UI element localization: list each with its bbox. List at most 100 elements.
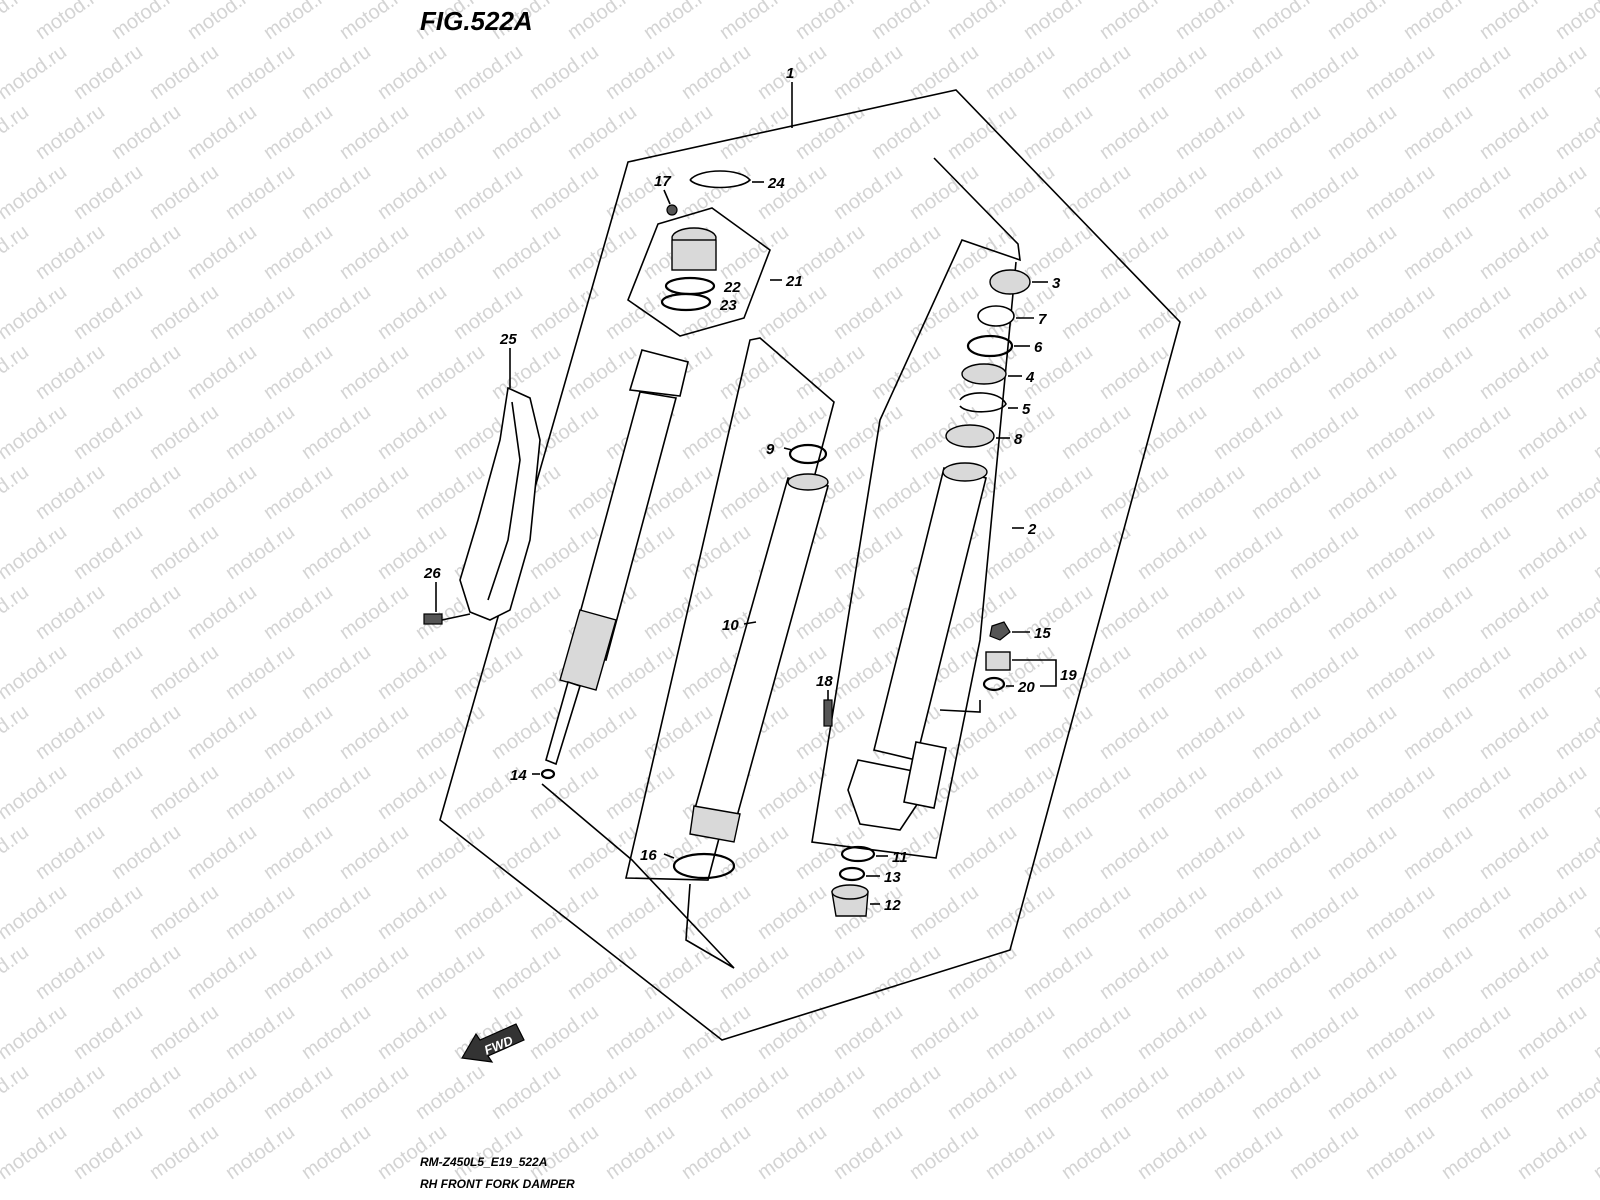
watermark-text: motod.ru xyxy=(1590,881,1600,944)
watermark-text: motod.ru xyxy=(602,1001,679,1064)
callout-25: 25 xyxy=(499,331,517,348)
watermark-text: motod.ru xyxy=(184,341,261,404)
watermark-text: motod.ru xyxy=(108,701,185,764)
watermark-text: motod.ru xyxy=(1514,41,1591,104)
watermark-text: motod.ru xyxy=(260,821,337,884)
guard-ridge xyxy=(487,401,521,601)
watermark-text: motod.ru xyxy=(32,1061,109,1124)
watermark-text: motod.ru xyxy=(0,521,71,584)
watermark-text: motod.ru xyxy=(184,0,261,44)
watermark-text: motod.ru xyxy=(0,581,33,644)
watermark-text: motod.ru xyxy=(70,641,147,704)
cartridge-tube xyxy=(569,391,678,661)
watermark-text: motod.ru xyxy=(0,941,33,1004)
watermark-text: motod.ru xyxy=(298,881,375,944)
watermark-text: motod.ru xyxy=(792,0,869,44)
watermark-text: motod.ru xyxy=(1590,761,1600,824)
watermark-text: motod.ru xyxy=(1324,581,1401,644)
watermark-text: motod.ru xyxy=(1020,101,1097,164)
watermark-text: motod.ru xyxy=(1400,821,1477,884)
watermark-text: motod.ru xyxy=(222,641,299,704)
oring-11 xyxy=(840,845,876,863)
watermark-text: motod.ru xyxy=(0,821,33,884)
watermark-text: motod.ru xyxy=(222,161,299,224)
watermark-text: motod.ru xyxy=(1286,641,1363,704)
watermark-text: motod.ru xyxy=(1400,941,1477,1004)
damper-rod xyxy=(545,680,581,766)
watermark-text: motod.ru xyxy=(1172,821,1249,884)
watermark-text: motod.ru xyxy=(488,341,565,404)
oring-20 xyxy=(982,676,1006,692)
watermark-text: motod.ru xyxy=(1362,281,1439,344)
watermark-text: motod.ru xyxy=(1286,401,1363,464)
watermark-text: motod.ru xyxy=(146,41,223,104)
screw-15 xyxy=(989,621,1011,641)
watermark-text: motod.ru xyxy=(108,461,185,524)
watermark-text: motod.ru xyxy=(1438,1001,1515,1064)
watermark-text: motod.ru xyxy=(1324,101,1401,164)
watermark-text: motod.ru xyxy=(184,821,261,884)
watermark-text: motod.ru xyxy=(1438,521,1515,584)
watermark-text: motod.ru xyxy=(108,581,185,644)
watermark-text: motod.ru xyxy=(1552,821,1600,884)
watermark-text: motod.ru xyxy=(222,881,299,944)
watermark-text: motod.ru xyxy=(374,641,451,704)
fork-guard xyxy=(459,386,541,621)
leader-valve-link xyxy=(939,700,981,713)
watermark-text: motod.ru xyxy=(222,401,299,464)
watermark-text: motod.ru xyxy=(70,521,147,584)
watermark-text: motod.ru xyxy=(1248,941,1325,1004)
watermark-text: motod.ru xyxy=(108,221,185,284)
watermark-text: motod.ru xyxy=(184,581,261,644)
watermark-text: motod.ru xyxy=(1286,281,1363,344)
watermark-text: motod.ru xyxy=(1286,521,1363,584)
watermark-text: motod.ru xyxy=(1438,1121,1515,1184)
bushing-3 xyxy=(989,269,1031,295)
watermark-text: motod.ru xyxy=(526,1121,603,1184)
watermark-text: motod.ru xyxy=(906,881,983,944)
watermark-text: motod.ru xyxy=(1362,161,1439,224)
callout-15: 15 xyxy=(1034,625,1051,642)
callout-13: 13 xyxy=(884,869,901,886)
watermark-text: motod.ru xyxy=(0,401,71,464)
watermark-text: motod.ru xyxy=(260,461,337,524)
watermark-text: motod.ru xyxy=(450,161,527,224)
watermark-text: motod.ru xyxy=(336,0,413,44)
watermark-text: motod.ru xyxy=(336,1061,413,1124)
watermark-text: motod.ru xyxy=(1248,581,1325,644)
watermark-text: motod.ru xyxy=(0,221,33,284)
fork-cap-body xyxy=(671,239,717,271)
watermark-text: motod.ru xyxy=(1248,0,1325,44)
watermark-text: motod.ru xyxy=(564,341,641,404)
watermark-text: motod.ru xyxy=(1020,461,1097,524)
watermark-text: motod.ru xyxy=(1476,341,1553,404)
watermark-text: motod.ru xyxy=(1058,761,1135,824)
watermark-text: motod.ru xyxy=(222,281,299,344)
callout-6: 6 xyxy=(1034,339,1043,356)
cartridge-group-outline xyxy=(625,337,835,881)
watermark-text: motod.ru xyxy=(868,101,945,164)
watermark-text: motod.ru xyxy=(1514,281,1591,344)
watermark-text: motod.ru xyxy=(640,101,717,164)
assembly-outline-1 xyxy=(439,89,1181,1041)
watermark-text: motod.ru xyxy=(70,161,147,224)
watermark-text: motod.ru xyxy=(184,941,261,1004)
watermark-text: motod.ru xyxy=(1172,941,1249,1004)
watermark-text: motod.ru xyxy=(830,161,907,224)
watermark-text: motod.ru xyxy=(412,221,489,284)
watermark-text: motod.ru xyxy=(1362,401,1439,464)
watermark-text: motod.ru xyxy=(1172,341,1249,404)
watermark-text: motod.ru xyxy=(298,401,375,464)
watermark-text: motod.ru xyxy=(146,881,223,944)
watermark-text: motod.ru xyxy=(982,521,1059,584)
oring-9 xyxy=(788,443,828,465)
watermark-text: motod.ru xyxy=(1286,761,1363,824)
model-code: RM-Z450L5_E19_522A xyxy=(420,1155,547,1169)
watermark-text: motod.ru xyxy=(32,941,109,1004)
watermark-text: motod.ru xyxy=(1172,701,1249,764)
watermark-text: motod.ru xyxy=(564,101,641,164)
watermark-text: motod.ru xyxy=(0,461,33,524)
watermark-text: motod.ru xyxy=(1514,761,1591,824)
watermark-text: motod.ru xyxy=(412,341,489,404)
watermark-text: motod.ru xyxy=(1324,821,1401,884)
